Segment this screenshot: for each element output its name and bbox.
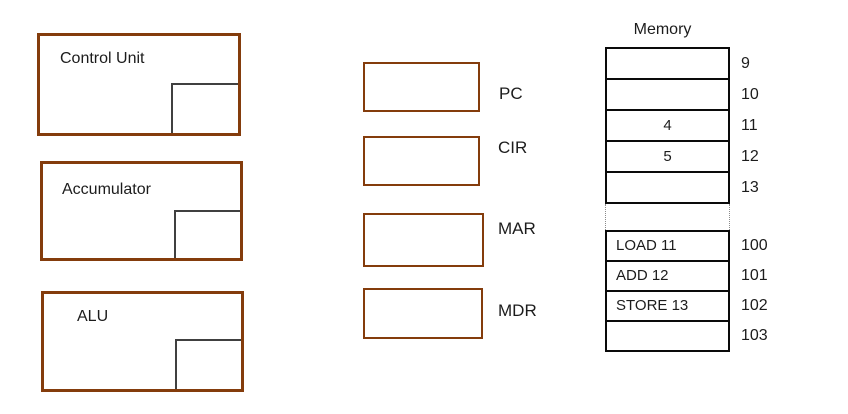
memory-address-label: 10 — [741, 86, 759, 103]
control-unit-label: Control Unit — [60, 50, 145, 67]
memory-address-label: 13 — [741, 179, 759, 196]
mdr-register-box — [363, 288, 483, 339]
memory-address-label: 9 — [741, 55, 750, 72]
alu-box: ALU — [41, 291, 244, 392]
corner-step-line — [174, 210, 240, 258]
memory-row-102: STORE 13 102 — [607, 292, 768, 322]
memory-cell-value: STORE 13 — [616, 297, 689, 314]
corner-step-line — [171, 83, 238, 133]
memory-address-label: 101 — [741, 267, 768, 284]
memory-row-12: 5 12 — [607, 142, 759, 173]
memory-address-label: 12 — [741, 148, 759, 165]
memory-address-label: 100 — [741, 237, 768, 254]
accumulator-box: Accumulator — [40, 161, 243, 261]
memory-address-label: 102 — [741, 297, 768, 314]
mar-register-box — [363, 213, 484, 267]
memory-cell-value: LOAD 11 — [616, 237, 677, 254]
mdr-register-label: MDR — [498, 301, 537, 320]
mar-register-label: MAR — [498, 219, 536, 238]
alu-label: ALU — [77, 308, 109, 325]
memory-title: Memory — [633, 21, 692, 38]
memory-table-upper: 9 10 4 11 5 12 13 — [605, 47, 759, 204]
memory-cell-value: 5 — [663, 148, 672, 165]
memory-cell-value: 4 — [663, 117, 672, 134]
memory-row-9: 9 — [607, 49, 750, 80]
pc-register-label: PC — [499, 84, 523, 103]
memory-gap-ellipsis — [605, 204, 730, 230]
memory-row-101: ADD 12 101 — [607, 262, 768, 292]
cir-register-label: CIR — [498, 138, 528, 157]
memory-address-label: 11 — [741, 117, 758, 134]
memory-address-label: 103 — [741, 327, 768, 344]
memory-cell-value: ADD 12 — [616, 267, 669, 284]
corner-step-line — [175, 339, 241, 389]
pc-register-box — [363, 62, 480, 112]
accumulator-label: Accumulator — [62, 181, 151, 198]
memory-row-11: 4 11 — [607, 111, 758, 142]
memory-row-103: 103 — [607, 322, 768, 350]
memory-row-10: 10 — [607, 80, 759, 111]
control-unit-box: Control Unit — [37, 33, 241, 136]
memory-row-100: LOAD 11 100 — [607, 232, 768, 262]
cir-register-box — [363, 136, 480, 186]
memory-row-13: 13 — [607, 173, 759, 202]
memory-table-lower: LOAD 11 100 ADD 12 101 STORE 13 102 103 — [605, 230, 768, 352]
